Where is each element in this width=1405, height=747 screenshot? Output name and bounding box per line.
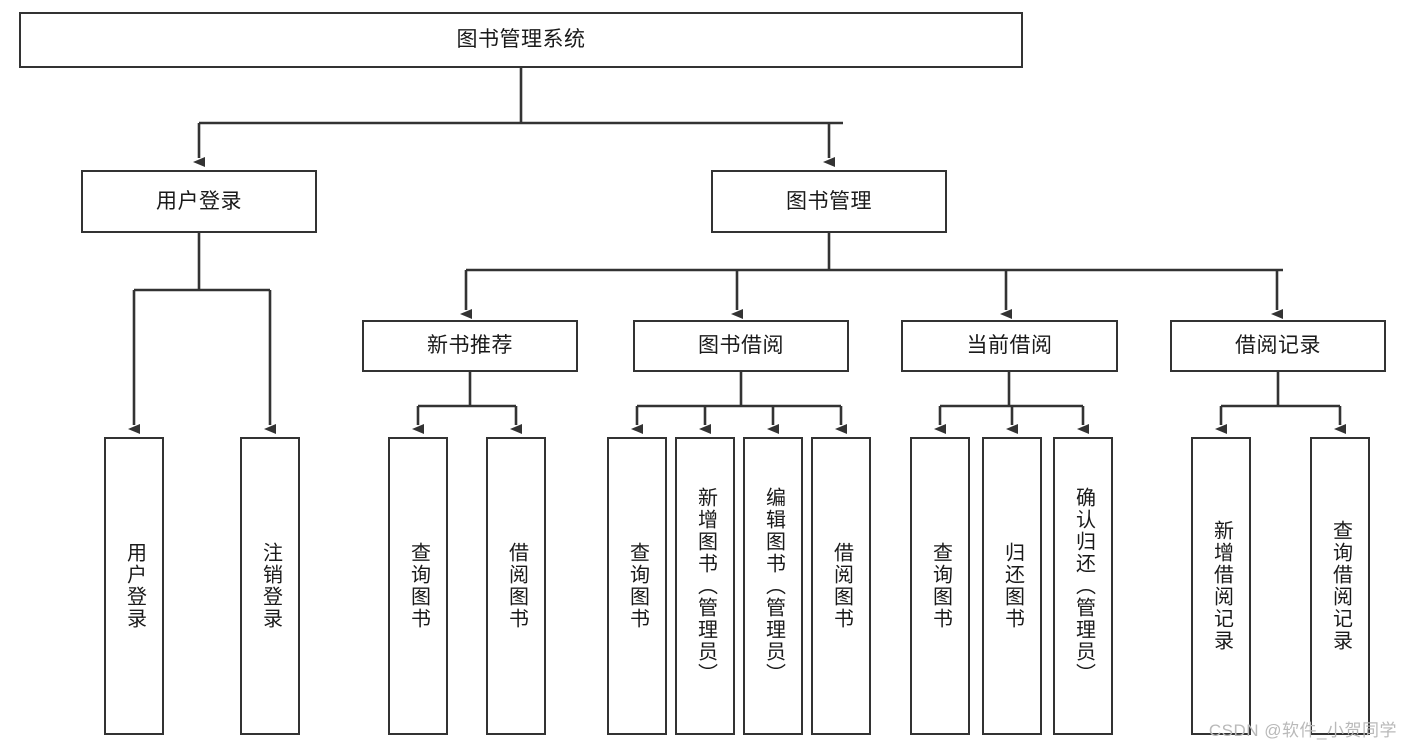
node-book-borrow[interactable]: 图书借阅 [633,320,849,372]
node-leaf-edit-book-admin[interactable]: 编辑图书（管理员） [743,437,803,735]
node-user-login[interactable]: 用户登录 [81,170,317,233]
csdn-watermark: CSDN @软件_小贺同学 [1208,721,1397,740]
node-leaf-borrow-book-rec[interactable]: 借阅图书 [486,437,546,735]
node-leaf-query-borrow-record-label: 查询借阅记录 [1329,520,1352,652]
node-leaf-add-borrow-record[interactable]: 新增借阅记录 [1191,437,1251,735]
node-leaf-user-login-label: 用户登录 [123,542,146,630]
node-current-borrow-label: 当前借阅 [966,334,1053,358]
node-leaf-edit-book-admin-label: 编辑图书（管理员） [762,487,785,685]
edge-new-book-recommend-to-leaves [412,372,522,434]
node-book-manage[interactable]: 图书管理 [711,170,947,233]
edge-user-login-to-leaves [128,233,276,434]
node-leaf-query-borrow-record[interactable]: 查询借阅记录 [1310,437,1370,735]
node-leaf-query-book-rec-label: 查询图书 [407,542,430,630]
node-new-book-recommend[interactable]: 新书推荐 [362,320,578,372]
node-borrow-record[interactable]: 借阅记录 [1170,320,1386,372]
node-leaf-user-logout-label: 注销登录 [259,542,282,630]
node-user-login-label: 用户登录 [156,189,242,213]
node-leaf-add-book-admin[interactable]: 新增图书（管理员） [675,437,735,735]
node-leaf-query-book-rec[interactable]: 查询图书 [388,437,448,735]
node-book-borrow-label: 图书借阅 [698,334,784,358]
node-leaf-add-borrow-record-label: 新增借阅记录 [1210,520,1233,652]
node-leaf-return-book[interactable]: 归还图书 [982,437,1042,735]
edge-book-manage-to-level3 [460,233,1283,319]
node-new-book-recommend-label: 新书推荐 [427,334,513,358]
edge-borrow-record-to-leaves [1215,372,1346,434]
edge-book-borrow-to-leaves [631,372,847,434]
node-leaf-query-book-current[interactable]: 查询图书 [910,437,970,735]
node-current-borrow[interactable]: 当前借阅 [901,320,1118,372]
node-leaf-borrow-book-label: 借阅图书 [830,542,853,630]
edge-current-borrow-to-leaves [934,372,1089,434]
node-root-label: 图书管理系统 [456,28,586,52]
node-leaf-confirm-return-admin-label: 确认归还（管理员） [1072,487,1095,685]
node-leaf-borrow-book-rec-label: 借阅图书 [505,542,528,630]
node-root[interactable]: 图书管理系统 [19,12,1023,68]
edge-root-to-level2 [193,68,843,167]
node-leaf-user-logout[interactable]: 注销登录 [240,437,300,735]
node-book-manage-label: 图书管理 [786,189,872,213]
node-leaf-query-book-current-label: 查询图书 [929,542,952,630]
node-leaf-user-login[interactable]: 用户登录 [104,437,164,735]
node-leaf-query-book-borrow[interactable]: 查询图书 [607,437,667,735]
node-leaf-borrow-book[interactable]: 借阅图书 [811,437,871,735]
node-leaf-query-book-borrow-label: 查询图书 [626,542,649,630]
node-leaf-add-book-admin-label: 新增图书（管理员） [694,487,717,685]
node-leaf-confirm-return-admin[interactable]: 确认归还（管理员） [1053,437,1113,735]
node-leaf-return-book-label: 归还图书 [1001,542,1024,630]
node-borrow-record-label: 借阅记录 [1235,334,1321,358]
